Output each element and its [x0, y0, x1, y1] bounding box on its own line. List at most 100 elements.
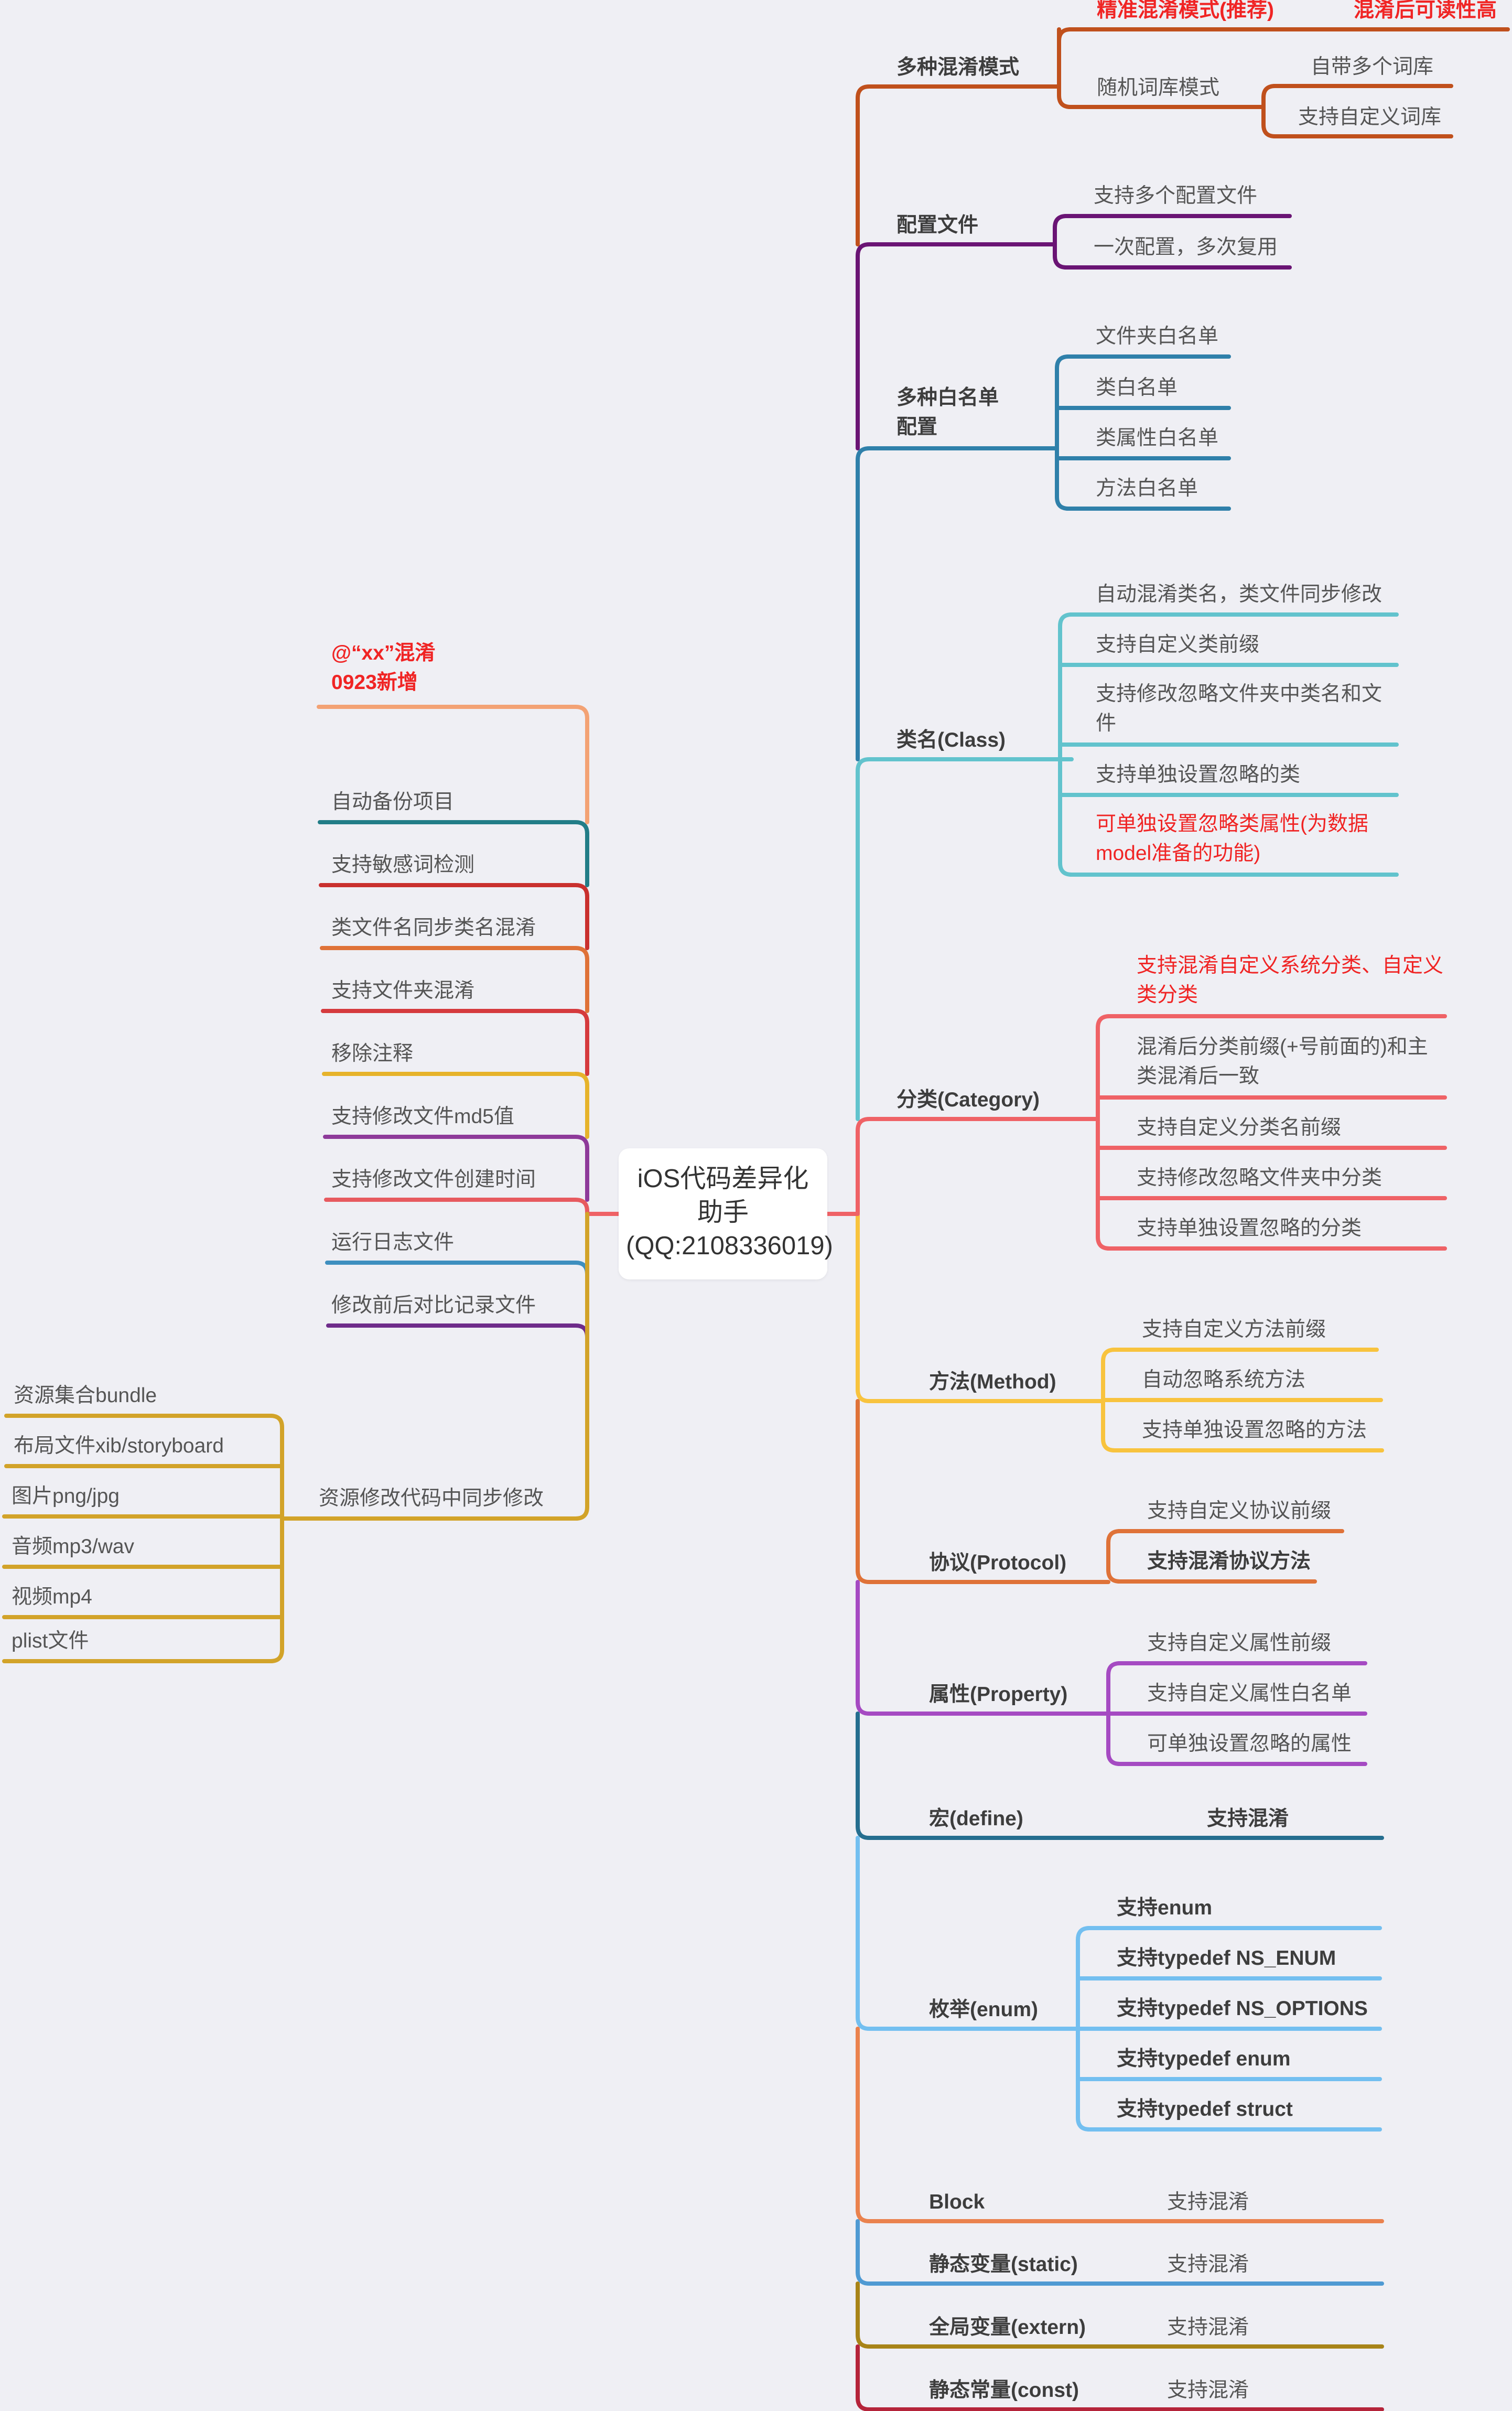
- b0-item1-label[interactable]: 随机词库模式: [1097, 77, 1220, 99]
- res-item0-label[interactable]: 资源集合bundle: [14, 1384, 157, 1407]
- root-node-label: iOS代码差异化助手(QQ:2108336019): [626, 1165, 833, 1260]
- b4-item0-label[interactable]: 支持混淆自定义系统分类、自定义类分类: [1137, 954, 1444, 1006]
- b3-item2-label[interactable]: 支持修改忽略文件夹中类名和文件: [1096, 683, 1383, 735]
- b2-item0-label[interactable]: 文件夹白名单: [1096, 325, 1219, 348]
- left-branch-label-10[interactable]: 资源修改代码中同步修改: [319, 1487, 544, 1510]
- branch-label-3[interactable]: 类名(Class): [897, 729, 1006, 751]
- b4-item4-label[interactable]: 支持单独设置忽略的分类: [1137, 1217, 1362, 1240]
- left-branch-connector-5: [322, 1072, 589, 1139]
- b7-item1-label[interactable]: 支持自定义属性白名单: [1147, 1682, 1352, 1705]
- b4-item2-label[interactable]: 支持自定义分类名前缀: [1137, 1116, 1342, 1139]
- left-branch-label-1[interactable]: 自动备份项目: [331, 791, 455, 813]
- b5-trunk: [1101, 1348, 1117, 1452]
- branch-connector-2: [856, 446, 1059, 761]
- left-branch-connector-4: [321, 1009, 589, 1076]
- b8-item0-label[interactable]: 支持混淆: [1207, 1807, 1289, 1830]
- b2-item3-label[interactable]: 方法白名单: [1096, 477, 1198, 500]
- b4-item1-label[interactable]: 混淆后分类前缀(+号前面的)和主类混淆后一致: [1137, 1036, 1428, 1088]
- branch-connector-3: [856, 757, 1074, 1121]
- branch-label-9[interactable]: 枚举(enum): [929, 1998, 1038, 2021]
- branch-label-1[interactable]: 配置文件: [897, 214, 979, 236]
- res-item5-label[interactable]: plist文件: [12, 1630, 89, 1652]
- branch-connector-1: [856, 242, 1057, 450]
- left-branch-connector-1: [318, 820, 589, 887]
- b0-sub1-label[interactable]: 支持自定义词库: [1298, 106, 1442, 128]
- left-branch-label-8[interactable]: 运行日志文件: [331, 1231, 455, 1254]
- b7-item2-label[interactable]: 可单独设置忽略的属性: [1147, 1732, 1352, 1755]
- b5-item2-label[interactable]: 支持单独设置忽略的方法: [1142, 1419, 1367, 1441]
- b1-item1-label[interactable]: 一次配置，多次复用: [1094, 236, 1278, 259]
- b0-item0-note[interactable]: 混淆后可读性高: [1354, 0, 1497, 21]
- b2-item1-label[interactable]: 类白名单: [1096, 376, 1178, 399]
- b6-item1-label[interactable]: 支持混淆协议方法: [1147, 1550, 1311, 1573]
- left-branch-label-2[interactable]: 支持敏感词检测: [331, 854, 475, 876]
- left-branch-label-9[interactable]: 修改前后对比记录文件: [331, 1294, 536, 1317]
- b11-item0-label[interactable]: 支持混淆: [1167, 2253, 1249, 2276]
- b5-item1-label[interactable]: 自动忽略系统方法: [1142, 1369, 1306, 1391]
- branch-connector-4: [856, 1117, 1100, 1216]
- branch-connector-13: [856, 2344, 1384, 2411]
- b10-item0-label[interactable]: 支持混淆: [1167, 2191, 1249, 2213]
- b13-item0-label[interactable]: 支持混淆: [1167, 2379, 1249, 2402]
- branch-label-4[interactable]: 分类(Category): [897, 1089, 1040, 1111]
- branch-label-13[interactable]: 静态常量(const): [929, 2379, 1079, 2402]
- b9-item0-label[interactable]: 支持enum: [1117, 1897, 1213, 1919]
- b0-sub0-label[interactable]: 自带多个词库: [1311, 56, 1434, 78]
- b0-item0-label[interactable]: 精准混淆模式(推荐): [1097, 0, 1274, 21]
- branch-label-10[interactable]: Block: [929, 2191, 985, 2213]
- res-item2-label[interactable]: 图片png/jpg: [12, 1485, 120, 1508]
- left-branch-label-5[interactable]: 移除注释: [331, 1042, 414, 1065]
- branch-connector-7: [856, 1580, 1110, 1716]
- root-node[interactable]: iOS代码差异化助手(QQ:2108336019): [619, 1148, 833, 1279]
- b9-item1-label[interactable]: 支持typedef NS_ENUM: [1117, 1947, 1336, 1969]
- left-branch-label-4[interactable]: 支持文件夹混淆: [331, 980, 475, 1002]
- b3-item3-label[interactable]: 支持单独设置忽略的类: [1096, 763, 1301, 786]
- b7-item0-label[interactable]: 支持自定义属性前缀: [1147, 1632, 1332, 1654]
- branch-label-2[interactable]: 多种白名单配置: [897, 386, 999, 438]
- branch-label-5[interactable]: 方法(Method): [929, 1371, 1056, 1393]
- b4-item3-label[interactable]: 支持修改忽略文件夹中分类: [1137, 1167, 1383, 1189]
- b4-trunk: [1096, 1014, 1111, 1251]
- branch-label-11[interactable]: 静态变量(static): [929, 2253, 1078, 2276]
- b2-item2-label[interactable]: 类属性白名单: [1096, 427, 1219, 449]
- res-item4-label[interactable]: 视频mp4: [12, 1586, 92, 1608]
- left-branch-label-3[interactable]: 类文件名同步类名混淆: [331, 917, 536, 939]
- branch-label-12[interactable]: 全局变量(extern): [929, 2316, 1086, 2339]
- left-branch-connector-6: [323, 1135, 589, 1202]
- b5-item0-label[interactable]: 支持自定义方法前缀: [1142, 1318, 1326, 1341]
- res-item1-label[interactable]: 布局文件xib/storyboard: [14, 1435, 224, 1457]
- branch-label-0[interactable]: 多种混淆模式: [897, 56, 1020, 79]
- left-branch-label-6[interactable]: 支持修改文件md5值: [331, 1105, 514, 1128]
- b9-item4-label[interactable]: 支持typedef struct: [1117, 2098, 1293, 2121]
- b9-item3-label[interactable]: 支持typedef enum: [1117, 2048, 1291, 2070]
- left-branch-label-0[interactable]: @“xx”混淆0923新增: [331, 642, 436, 694]
- b3-item0-label[interactable]: 自动混淆类名，类文件同步修改: [1096, 583, 1383, 606]
- left-branch-connector-2: [319, 883, 589, 950]
- b1-item0-label[interactable]: 支持多个配置文件: [1094, 185, 1258, 207]
- b6-item0-label[interactable]: 支持自定义协议前缀: [1147, 1500, 1332, 1522]
- branch-label-7[interactable]: 属性(Property): [929, 1683, 1068, 1706]
- left-branch-label-7[interactable]: 支持修改文件创建时间: [331, 1168, 536, 1191]
- left-branch-connector-10: [312, 1212, 589, 1521]
- b3-item4-label[interactable]: 可单独设置忽略类属性(为数据model准备的功能): [1096, 813, 1368, 865]
- left-branch-connector-0: [317, 705, 589, 824]
- branch-connector-8: [856, 1712, 1384, 1840]
- branch-label-8[interactable]: 宏(define): [929, 1807, 1023, 1830]
- branch-connector-5: [856, 1212, 1105, 1403]
- b3-trunk: [1058, 612, 1074, 877]
- left-branch-connector-3: [320, 946, 589, 1013]
- left-branch-connector-7: [324, 1198, 589, 1265]
- res-item3-label[interactable]: 音频mp3/wav: [12, 1535, 135, 1558]
- b3-item1-label[interactable]: 支持自定义类前缀: [1096, 633, 1260, 656]
- b12-item0-label[interactable]: 支持混淆: [1167, 2316, 1249, 2339]
- branch-connector-0: [856, 84, 1061, 246]
- b9-trunk: [1076, 1926, 1092, 2132]
- branch-connector-11: [856, 2219, 1384, 2286]
- branch-label-6[interactable]: 协议(Protocol): [929, 1552, 1067, 1574]
- b2-trunk: [1055, 354, 1071, 511]
- b9-item2-label[interactable]: 支持typedef NS_OPTIONS: [1117, 1997, 1368, 2020]
- res-trunk: [268, 1414, 284, 1663]
